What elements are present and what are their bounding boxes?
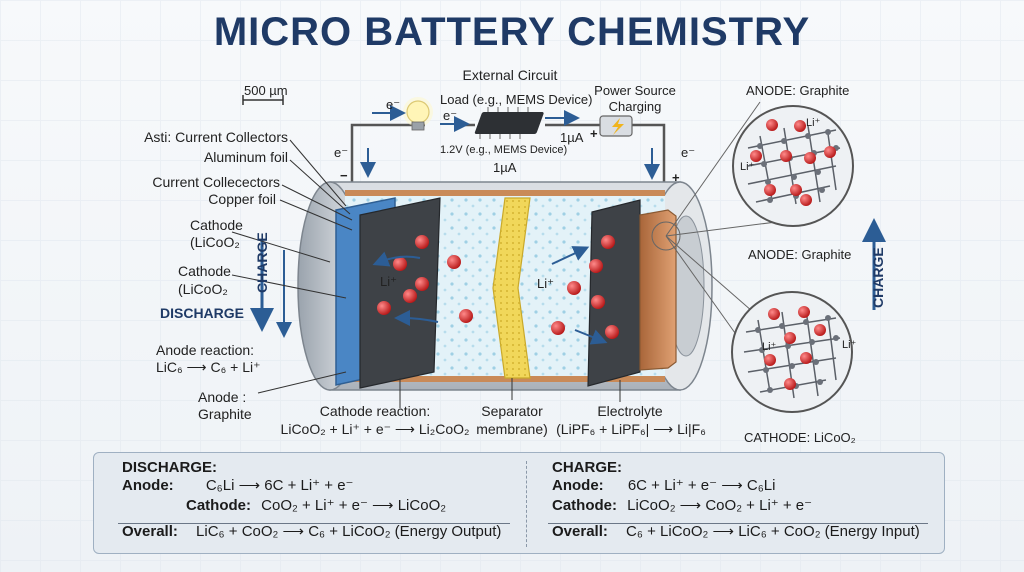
load-label: Load (e.g., MEMS Device) bbox=[440, 92, 593, 107]
ion-arrow-3 bbox=[551, 246, 590, 265]
discharge-anode-eq: C₆Li ⟶ 6C + Li⁺ + e⁻ bbox=[205, 477, 354, 494]
scale-bar bbox=[242, 95, 284, 105]
anode-graphite-mid-label: ANODE: Graphite bbox=[748, 247, 852, 262]
charge-right-label: CHARGE bbox=[870, 247, 886, 308]
charge-anode-row: Anode: 6C + Li⁺ + e⁻ ⟶ C₆Li bbox=[552, 476, 920, 496]
anode-zoom-circle bbox=[732, 105, 854, 227]
voltage-label: 1.2V (e.g., MEMS Device) bbox=[440, 144, 568, 156]
cathode-zoom-circle bbox=[731, 291, 853, 413]
lightning-icon bbox=[612, 118, 624, 135]
anode-reaction-label-a: Anode reaction: bbox=[156, 342, 255, 358]
cathode-label-2b: (LiCoO₂ bbox=[178, 281, 228, 297]
zoom-li-label-4: Li⁺ bbox=[842, 339, 857, 351]
ion-arrow-4 bbox=[574, 329, 608, 345]
separator-label-a: Separator bbox=[481, 403, 543, 419]
electron-down-right-label: e⁻ bbox=[681, 145, 696, 160]
discharge-overall-row: Overall: LiC₆ + CoO₂ ⟶ C₆ + LiCoO₂ (Ener… bbox=[122, 522, 501, 542]
charge-divider bbox=[548, 523, 928, 524]
charge-cathode-row: Cathode: LiCoO₂ ⟶ CoO₂ + Li⁺ + e⁻ bbox=[552, 496, 920, 516]
cathode-label-1b: (LiCoO₂ bbox=[190, 234, 240, 250]
discharge-cathode-eq: CoO₂ + Li⁺ + e⁻ ⟶ LiCoO₂ bbox=[261, 497, 447, 514]
charge-cathode-key: Cathode: bbox=[552, 497, 617, 514]
anode-layer bbox=[587, 199, 641, 387]
battery-icon bbox=[599, 115, 633, 137]
copper-collector bbox=[639, 209, 677, 371]
discharge-cathode-row: Cathode: CoO₂ + Li⁺ + e⁻ ⟶ LiCoO₂ bbox=[186, 496, 501, 516]
charge-equations: CHARGE: Anode: 6C + Li⁺ + e⁻ ⟶ C₆Li Cath… bbox=[552, 459, 920, 542]
zoom-li-label-2: Li⁺ bbox=[740, 161, 755, 173]
plus-terminal: + bbox=[672, 170, 680, 185]
li-ion-label-1: Li⁺ bbox=[380, 274, 397, 289]
li-ion-label-2: Li⁺ bbox=[537, 276, 554, 291]
cathode-reaction-label-b: LiCoO₂ + Li⁺ + e⁻ ⟶ Li₂CoO₂ bbox=[280, 421, 470, 437]
electron-mid-label: e⁻ bbox=[443, 108, 458, 123]
zoom-li-label-3: Li⁺ bbox=[762, 341, 777, 353]
power-source-label: Power Source bbox=[594, 83, 676, 98]
charge-overall-row: Overall: C₆ + LiCoO₂ ⟶ LiC₆ + CoO₂ (Ener… bbox=[552, 522, 920, 542]
zoom-connector-bottom bbox=[665, 235, 761, 341]
discharge-equations: DISCHARGE: Anode: C₆Li ⟶ 6C + Li⁺ + e⁻ C… bbox=[122, 459, 501, 542]
discharge-anode-key: Anode: bbox=[122, 477, 174, 494]
scale-bar-label: 500 µm bbox=[244, 83, 288, 98]
ion-arrow-1 bbox=[372, 251, 421, 267]
discharge-heading: DISCHARGE: bbox=[122, 459, 218, 476]
electron-left-label: e⁻ bbox=[386, 97, 401, 112]
cathode-label-1a: Cathode bbox=[190, 217, 243, 233]
discharge-anode-row: Anode: C₆Li ⟶ 6C + Li⁺ + e⁻ bbox=[122, 476, 501, 496]
charge-heading: CHARGE: bbox=[552, 459, 622, 476]
anode-graphite-label-a: Anode : bbox=[198, 389, 247, 405]
cathode-licoo2-label: CATHODE: LiCoO₂ bbox=[744, 430, 856, 445]
charge-overall-eq: C₆ + LiCoO₂ ⟶ LiC₆ + CoO₂ (Energy Input) bbox=[626, 523, 920, 540]
light-bulb-icon bbox=[403, 97, 433, 131]
anode-reaction-label-b: LiC₆ ⟶ C₆ + Li⁺ bbox=[156, 359, 261, 375]
charge-overall-key: Overall: bbox=[552, 523, 608, 540]
copper-foil-label: Copper foil bbox=[208, 191, 276, 207]
electrolyte-label-b: (LiPF₆ + LiPF₆| ⟶ Li|F₆ bbox=[556, 421, 706, 437]
charge-left-label: CHARGE bbox=[254, 232, 270, 293]
electron-down-left-label: e⁻ bbox=[334, 145, 349, 160]
current-right-label: 1µA bbox=[560, 130, 584, 145]
aluminum-foil-label: Aluminum foil bbox=[203, 149, 288, 165]
zoom-li-label-1: Li⁺ bbox=[806, 117, 821, 129]
charging-label: Charging bbox=[608, 99, 662, 114]
discharge-overall-key: Overall: bbox=[122, 523, 178, 540]
battery-cell bbox=[297, 181, 713, 391]
copper-collectors-label: Current Collecectors bbox=[152, 174, 280, 190]
panel-divider bbox=[526, 461, 527, 547]
discharge-overall-eq: LiC₆ + CoO₂ ⟶ C₆ + LiCoO₂ (Energy Output… bbox=[196, 523, 502, 540]
anode-graphite-label-b: Graphite bbox=[198, 406, 252, 422]
equations-panel: DISCHARGE: Anode: C₆Li ⟶ 6C + Li⁺ + e⁻ C… bbox=[93, 452, 945, 554]
asti-collectors-label: Asti: Current Collectors bbox=[144, 129, 288, 145]
current-mid-label: 1µA bbox=[493, 160, 517, 175]
leader-lines bbox=[231, 139, 621, 408]
discharge-cathode-key: Cathode: bbox=[186, 497, 251, 514]
chip-icon bbox=[474, 107, 544, 139]
li-ions bbox=[377, 235, 619, 339]
page-title: MICRO BATTERY CHEMISTRY bbox=[213, 10, 811, 54]
charge-anode-key: Anode: bbox=[552, 477, 604, 494]
discharge-left-label: DISCHARGE bbox=[160, 305, 245, 321]
external-circuit-label: External Circuit bbox=[462, 67, 558, 83]
ion-arrow-2 bbox=[394, 310, 439, 327]
charge-anode-eq: 6C + Li⁺ + e⁻ ⟶ C₆Li bbox=[627, 477, 776, 494]
separator-label-b: membrane) bbox=[476, 421, 548, 437]
cathode-label-2a: Cathode bbox=[178, 263, 231, 279]
plus-source: + bbox=[590, 126, 598, 141]
discharge-divider bbox=[118, 523, 510, 524]
cathode-layer bbox=[359, 197, 441, 389]
charge-cathode-eq: LiCoO₂ ⟶ CoO₂ + Li⁺ + e⁻ bbox=[627, 497, 813, 514]
minus-terminal: − bbox=[340, 168, 348, 183]
anode-graphite-top-label: ANODE: Graphite bbox=[746, 83, 850, 98]
electrolyte-label-a: Electrolyte bbox=[597, 403, 663, 419]
cathode-reaction-label-a: Cathode reaction: bbox=[319, 403, 431, 419]
